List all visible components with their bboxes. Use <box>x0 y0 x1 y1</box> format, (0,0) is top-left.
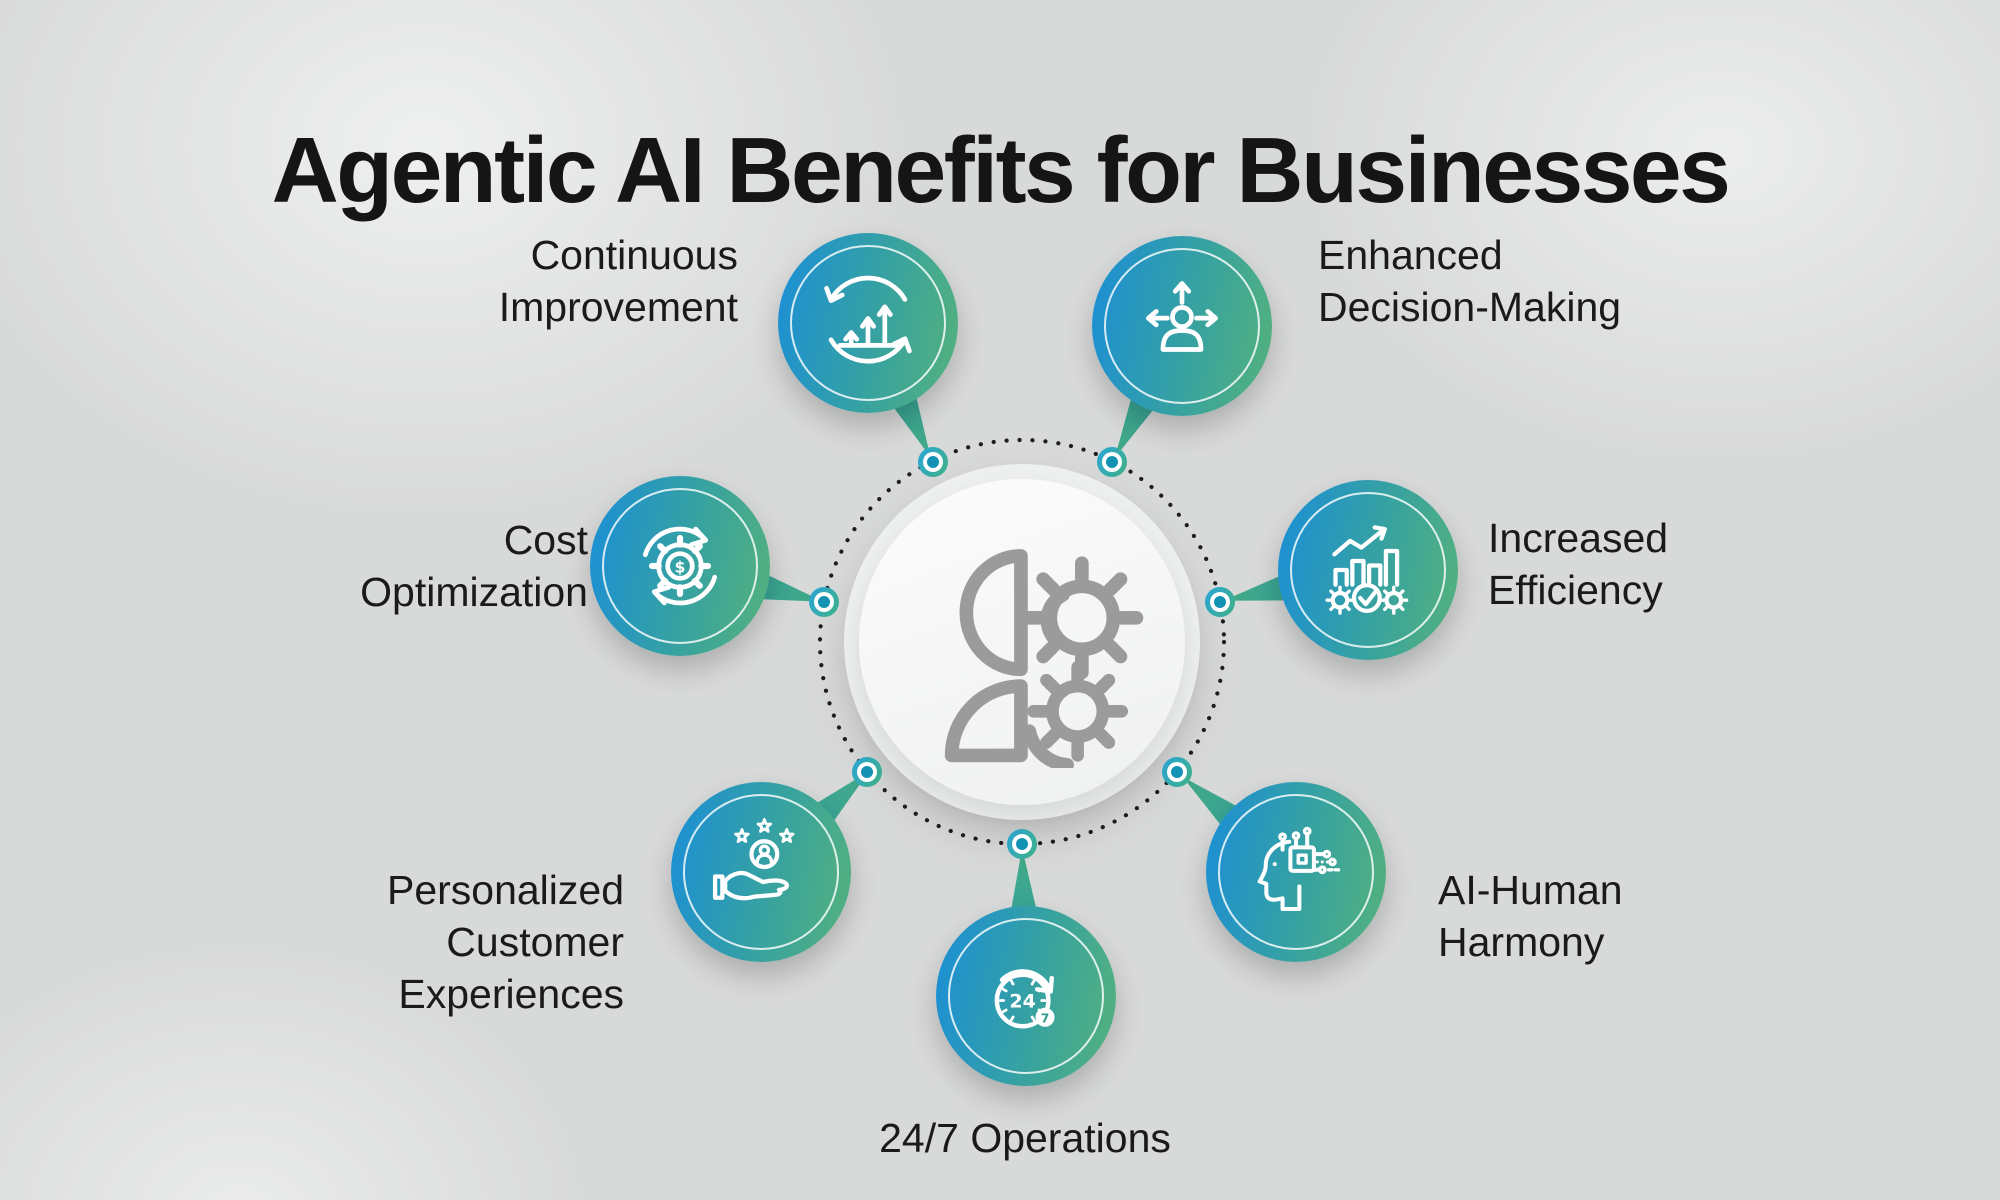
center-hub <box>859 479 1185 805</box>
benefit-bubble-cost-optimization: $ <box>590 476 770 656</box>
label-ai-human-harmony: AI-Human Harmony <box>1438 867 1623 965</box>
benefit-bubble-24-7-operations: 24 7 <box>936 906 1116 1086</box>
benefit-bubble-continuous-improvement <box>778 233 958 413</box>
label-personalized-customer-experiences: Personalized Customer Experiences <box>386 867 624 1017</box>
cycle-growth-icon <box>824 275 912 364</box>
clock-24-glyph: 24 <box>1009 991 1035 1013</box>
benefit-bubble-personalized-customer-experiences <box>671 782 851 962</box>
label-continuous-improvement: Continuous Improvement <box>498 232 738 330</box>
clock-24-7-icon: 24 7 <box>994 969 1055 1029</box>
dollar-glyph: $ <box>675 558 686 577</box>
clock-7-glyph: 7 <box>1041 1011 1050 1025</box>
ring-node <box>809 587 839 617</box>
page-title: Agentic AI Benefits for Businesses <box>271 118 1731 223</box>
person-directions-icon <box>1146 281 1218 352</box>
label-increased-efficiency: Increased Efficiency <box>1488 515 1669 613</box>
label-24-7-operations: 24/7 Operations <box>879 1115 1171 1161</box>
ring-node <box>918 447 948 477</box>
label-cost-optimization: Cost Optimization <box>360 517 588 615</box>
head-chip-icon <box>1257 826 1341 911</box>
human-gear-icon <box>944 549 1144 768</box>
label-enhanced-decision-making: Enhanced Decision-Making <box>1318 232 1622 330</box>
ring-node <box>1162 757 1192 787</box>
ring-node <box>1007 829 1037 859</box>
benefit-bubble-enhanced-decision-making <box>1092 236 1272 416</box>
ring-node <box>852 757 882 787</box>
chart-gears-check-icon <box>1325 525 1409 615</box>
ring-node <box>1205 587 1235 617</box>
benefit-bubble-ai-human-harmony <box>1206 782 1386 962</box>
dollar-gear-cycle-icon: $ <box>642 526 718 606</box>
ring-node <box>1097 447 1127 477</box>
benefit-bubble-increased-efficiency <box>1278 480 1458 660</box>
hand-customer-stars-icon <box>712 818 795 901</box>
